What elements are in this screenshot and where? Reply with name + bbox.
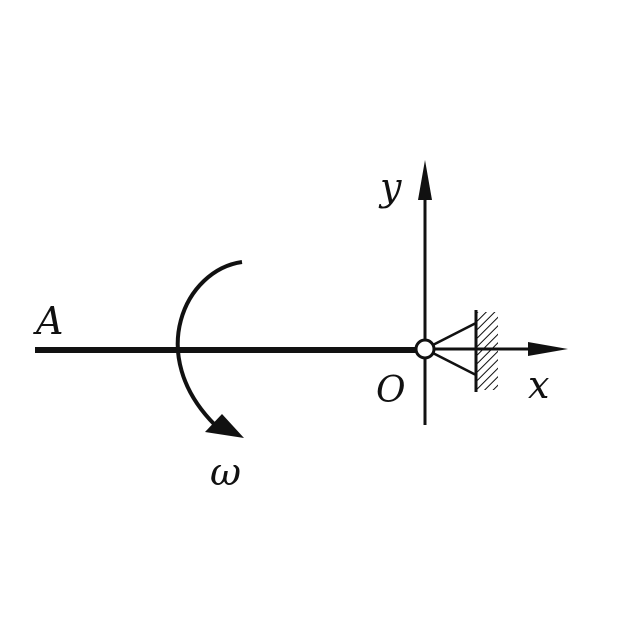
rotation-arc bbox=[175, 260, 243, 427]
y-axis-arrowhead bbox=[418, 160, 432, 200]
hinge-support bbox=[424, 310, 498, 392]
x-axis-arrowhead bbox=[528, 342, 568, 356]
wall-hatching bbox=[476, 312, 498, 390]
pivot-joint bbox=[414, 338, 436, 360]
rotation-arrowhead bbox=[205, 414, 244, 438]
y-axis bbox=[418, 160, 432, 425]
rotation-arrow bbox=[175, 260, 244, 438]
label-point-a: A bbox=[33, 299, 63, 343]
label-axis-x: x bbox=[528, 363, 549, 407]
label-angular-velocity: ω bbox=[210, 450, 241, 494]
label-axis-y: y bbox=[378, 165, 402, 209]
label-origin: O bbox=[376, 370, 406, 411]
